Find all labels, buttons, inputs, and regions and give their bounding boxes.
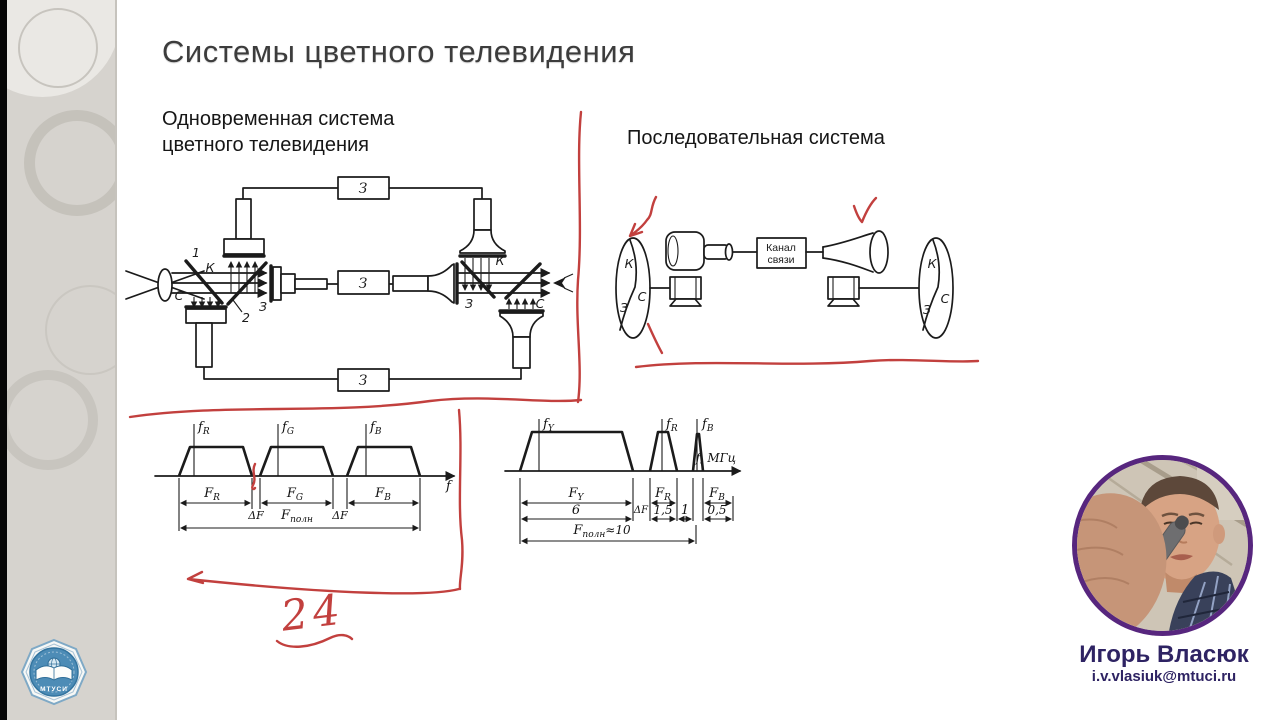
sidebar-ring-2: [24, 110, 115, 216]
red-underline-arrow: [186, 570, 461, 595]
blue-combine-arrows: [505, 298, 537, 309]
left-black-strip: [0, 0, 7, 720]
sidebar-ring-1: [18, 8, 98, 88]
spec1-peak-fB: fB: [369, 420, 382, 437]
spec1-deltaF-2: ΔF: [331, 509, 348, 522]
spec2-peak-fY: fY: [542, 417, 555, 434]
kinescope-green: [392, 262, 459, 305]
spec1-total-label: Fполн: [280, 508, 313, 525]
spec1-dimension-lines: [178, 478, 421, 532]
simultaneous-system-diagram: З З З: [125, 176, 574, 392]
spec1-peak-fR: fR: [197, 420, 210, 437]
disc-motor-right: [827, 276, 860, 307]
presenter-email: i.v.vlasiuk@mtuci.ru: [1091, 668, 1237, 685]
ldisc-blue-label: С: [638, 289, 647, 304]
red-split-arrows: [227, 261, 259, 293]
spec2-band-FB: FB: [708, 486, 725, 503]
spec1-band-FB: FB: [374, 486, 391, 503]
rx-red-label: К: [496, 253, 506, 268]
sidebar-ring-3: [45, 285, 115, 375]
rx-green-label: З: [465, 296, 473, 311]
spec2-axis-label: f, МГц: [695, 451, 736, 465]
spec2-value-1: 1: [681, 503, 689, 518]
channel-box-top-label: З: [359, 181, 368, 197]
combining-mirror-red: [460, 260, 496, 299]
spec2-band-FY: FY: [568, 486, 585, 503]
university-logo: МТУСИ: [20, 638, 88, 706]
mirror-2-label: 2: [242, 310, 250, 325]
sequential-kinescope: [822, 230, 889, 274]
handwritten-number: 24: [277, 584, 347, 640]
tx-blue-label: С: [175, 288, 184, 303]
red-vertical-divider: [576, 110, 583, 404]
red-horizontal-line-right: [634, 358, 980, 369]
presenter-portrait: [1077, 460, 1248, 631]
heading-simultaneous: Одновременная система цветного телевиден…: [162, 106, 394, 158]
tx-red-label: К: [206, 260, 216, 275]
red-number-underline: [275, 633, 354, 648]
ldisc-red-label: К: [625, 256, 635, 271]
heading-simultaneous-line2: цветного телевидения: [162, 134, 370, 156]
sequential-system-diagram: Канал связи К С З К С З: [615, 230, 954, 339]
red-arrow-left-disc: [628, 195, 658, 238]
spec2-peak-fR: fR: [665, 417, 678, 434]
spec2-value-15: 1,5: [653, 503, 672, 517]
spec1-peak-fG: fG: [281, 420, 294, 437]
red-vertical-line-2: [457, 408, 464, 591]
spec1-deltaF-1: ΔF: [247, 509, 264, 522]
rdisc-red-label: К: [928, 256, 938, 271]
sequential-camera: [665, 231, 734, 271]
spec1-axis-label: f: [445, 479, 453, 494]
heading-simultaneous-line1: Одновременная система: [162, 108, 395, 130]
red-squiggle-spec1: [251, 462, 257, 491]
channel-box-line2: связи: [767, 254, 794, 266]
channel-box-line1: Канал: [766, 242, 796, 254]
logo-abbr: МТУСИ: [40, 686, 68, 693]
spec1-band-FG: FG: [286, 486, 303, 503]
red-slash: [646, 322, 664, 355]
presenter-name: Игорь Власюк: [1079, 641, 1249, 668]
spec2-deltaF: ΔF: [633, 505, 649, 516]
red-combine-arrows: [461, 258, 493, 291]
presenter-webcam: [1072, 455, 1253, 636]
slide-title: Системы цветного телевидения: [162, 34, 636, 69]
communication-channel-box: [756, 237, 807, 269]
camera-tube-blue: [184, 305, 228, 368]
red-horizontal-line: [128, 397, 583, 419]
red-pen-annotations: 24: [128, 110, 980, 648]
rdisc-blue-label: С: [941, 291, 950, 306]
spec2-value-6: 6: [572, 503, 580, 518]
heading-sequential: Последовательная система: [627, 127, 885, 149]
sidebar-ring-4: [7, 370, 98, 470]
rdisc-green-label: З: [923, 302, 931, 317]
tx-green-label: З: [259, 299, 267, 314]
spectrum-simultaneous: f fR fG fB FR FG F: [154, 420, 456, 532]
spec2-value-05: 0,5: [707, 503, 726, 517]
mirror-1-label: 1: [192, 245, 200, 260]
slide-sidebar-decoration: [7, 0, 117, 720]
spec1-band-FR: FR: [203, 486, 220, 503]
kinescope-blue: [498, 309, 545, 369]
spec2-band-FR: FR: [654, 486, 671, 503]
red-checkmark: [852, 196, 878, 224]
ldisc-green-label: З: [620, 300, 628, 315]
spec2-total-label: Fполн≈10: [572, 523, 631, 540]
camera-tube-red: [222, 198, 266, 258]
channel-box-bottom-label: З: [359, 373, 368, 389]
spec2-peak-fB: fB: [701, 417, 714, 434]
camera-tube-green: [269, 264, 328, 303]
objective-lens: [157, 268, 173, 302]
kinescope-red: [458, 198, 507, 258]
rx-blue-label: С: [536, 296, 545, 311]
spec2-dimension-lines: [519, 478, 734, 545]
channel-box-mid-label: З: [359, 276, 368, 292]
viewer-eye-icon: [553, 273, 574, 293]
spectrum-sequential: f, МГц fY fR fB: [504, 417, 742, 545]
disc-motor-left: [669, 276, 702, 307]
dichroic-mirror-1: [184, 259, 224, 305]
